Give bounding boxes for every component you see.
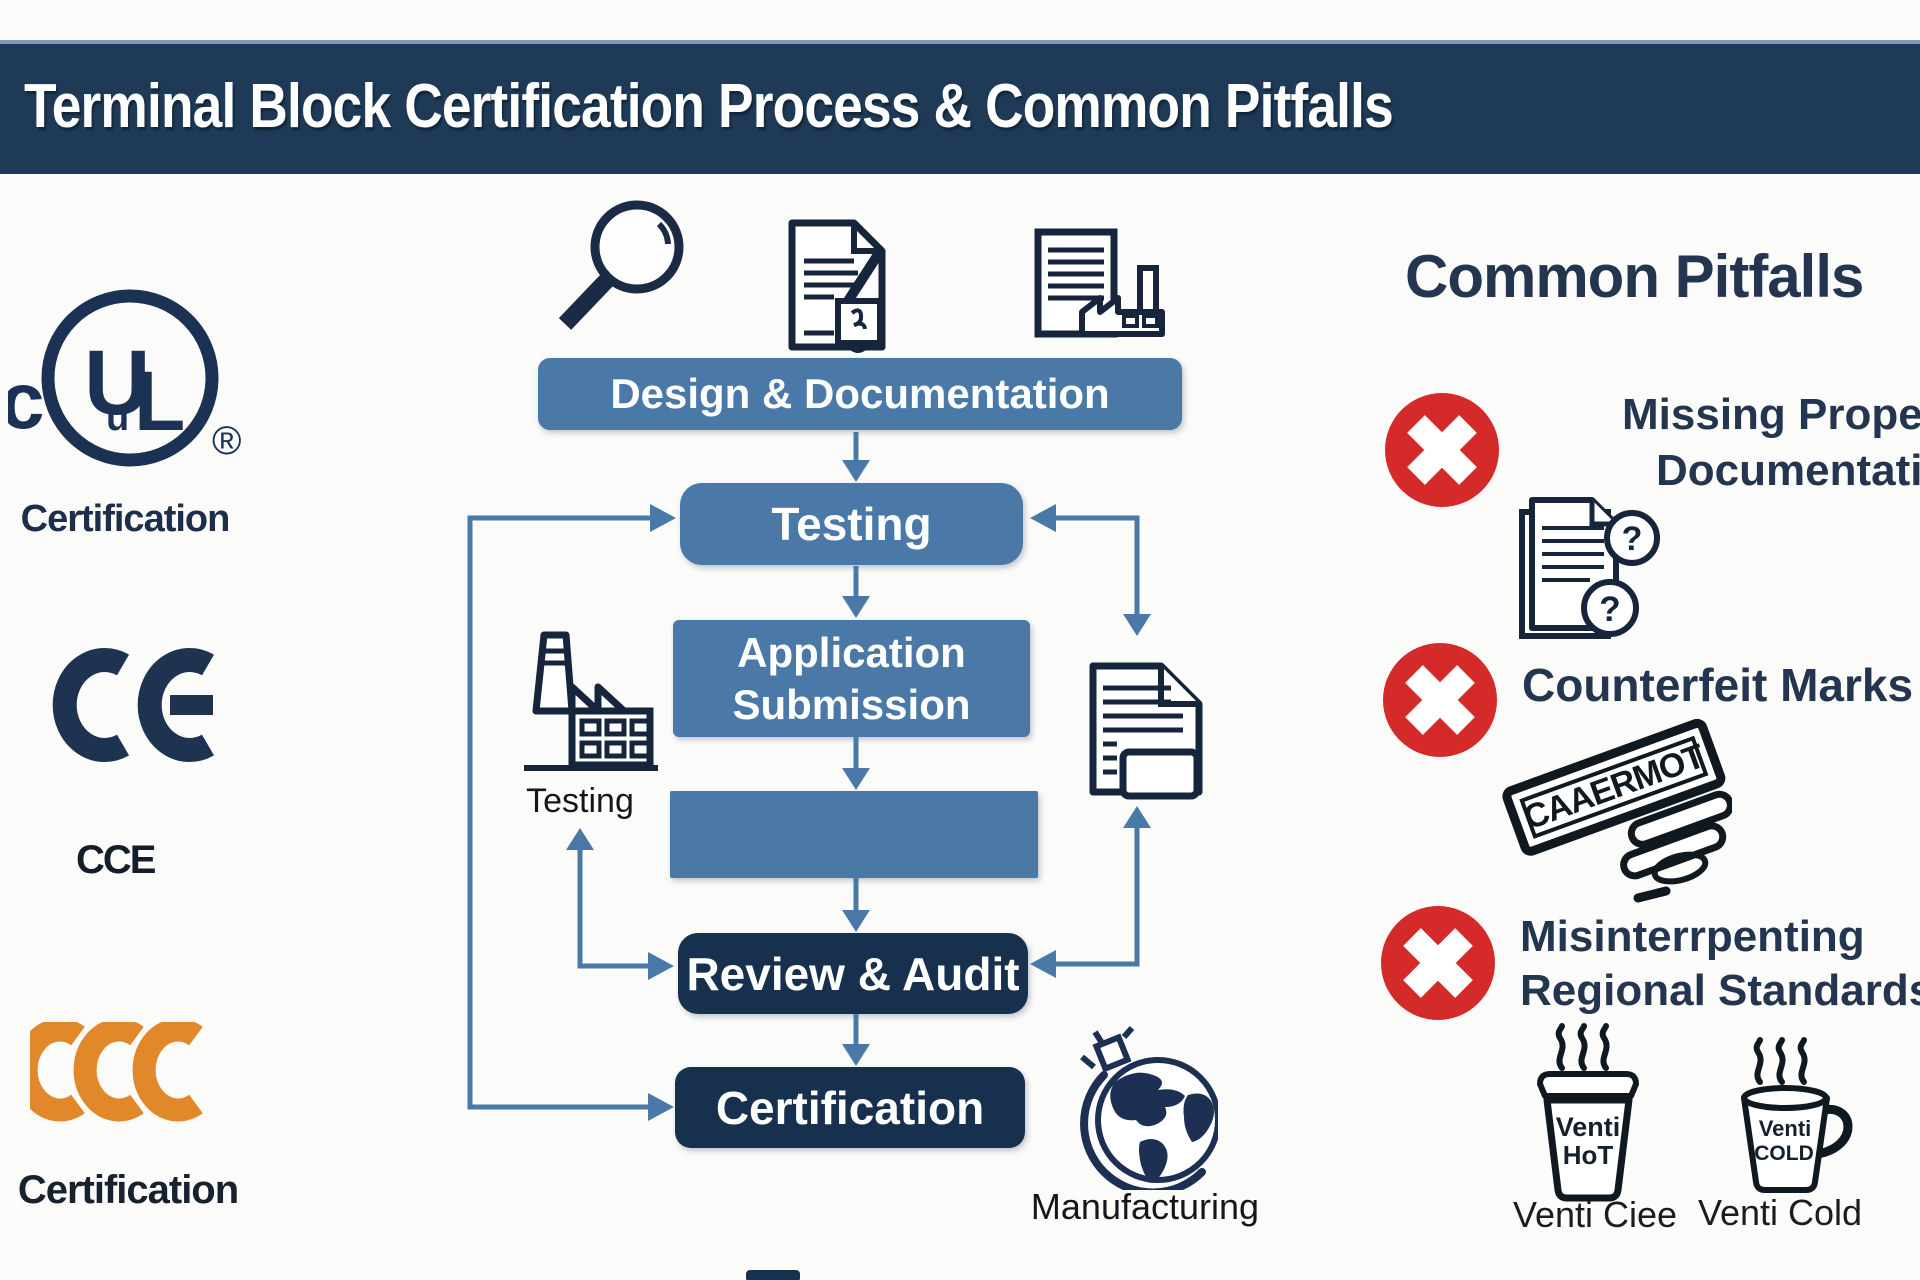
cold-mug-icon: Venti COLD [1741,1037,1853,1193]
registered-symbol: ® [212,419,241,463]
title-banner: Terminal Block Certification Process & C… [0,40,1920,174]
ul-letter-l: L [134,354,185,448]
hot-cup-caption: Venti Ciee [1512,1194,1678,1235]
page-title: Terminal Block Certification Process & C… [24,72,1394,141]
svg-text:?: ? [1622,520,1643,558]
ul-mark-icon: c U u L ® [8,289,241,467]
ce-mark-icon [52,648,214,762]
flow-box-design: Design & Documentation [538,358,1182,430]
error-x-icon [1385,393,1499,507]
ul-outer-c: c [8,356,45,445]
flow-box-application: Application Submission [673,620,1030,737]
stamp-icon: CAAERMOT [1502,718,1732,903]
cce-label: CCE [76,838,156,882]
hot-cup-text1: Venti [1556,1112,1621,1142]
ul-caption: Certification [20,498,231,540]
magnifier-icon [558,200,684,330]
error-x-icon [1381,906,1495,1020]
cold-mug-caption: Venti Cold [1697,1192,1863,1233]
factory-caption: Testing [526,782,634,820]
document-pen-icon [788,219,886,353]
document-factory-icon [1034,228,1165,338]
document-question-icon: ? ? [1519,497,1660,639]
ul-small-u: u [106,397,129,439]
ccc-caption: Certification [17,1168,239,1212]
flow-box-testing: Testing [680,483,1023,565]
pitfall-3-line1: Misinterrpenting [1520,912,1865,961]
pitfall-3-line2: Regional Standards [1520,966,1920,1015]
ccc-mark-icon [30,1022,203,1122]
cold-mug-text1: Venti [1759,1116,1812,1141]
error-x-icon [1383,643,1497,757]
application-line2: Submission [732,680,971,728]
pitfalls-heading: Common Pitfalls [1405,243,1864,310]
pitfall-2-label: Counterfeit Marks [1522,659,1914,711]
cropped-bottom-mark [746,1270,800,1280]
flow-box-empty [670,791,1038,878]
ul-letter-u: U [84,332,150,434]
document-icon [1089,662,1203,800]
pitfall-1-line1: Missing Proper [1622,390,1920,439]
factory-icon [524,631,658,771]
flow-box-review: Review & Audit [678,933,1028,1014]
pitfall-1-line2: Documentation [1656,446,1920,495]
cold-mug-text2: COLD [1754,1142,1814,1165]
hot-cup-text2: HoT [1563,1140,1614,1170]
flow-box-certification: Certification [675,1067,1025,1148]
globe-caption: Manufacturing [1030,1186,1260,1227]
svg-text:?: ? [1599,590,1620,629]
application-line1: Application [737,628,966,676]
hot-cup-icon: Venti HoT [1537,1023,1639,1202]
globe-icon [1080,1026,1218,1190]
